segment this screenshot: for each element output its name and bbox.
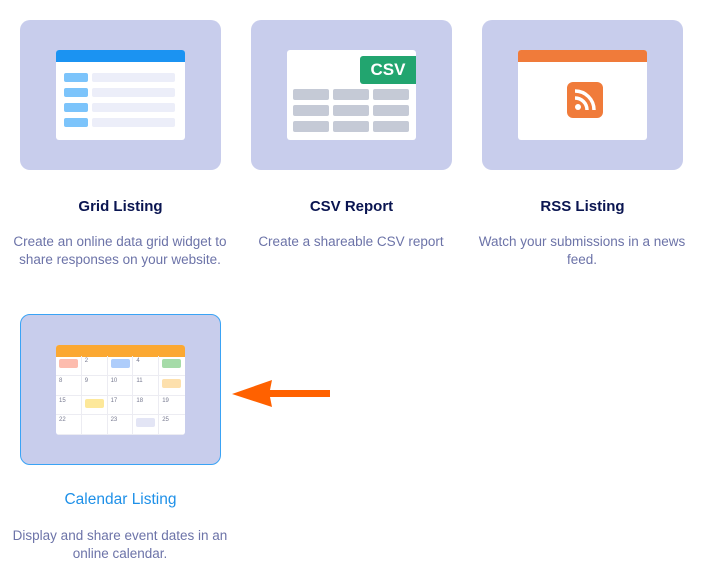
calendar-day-cell: 2	[81, 356, 108, 376]
calendar-listing-card[interactable]: 2 4 8 9 10 11 15 17 18 19 22 23 25	[20, 314, 221, 465]
calendar-day-cell: 25	[159, 415, 185, 435]
calendar-day-cell	[159, 356, 185, 376]
calendar-day-cell: 10	[107, 375, 134, 396]
calendar-day-number: 15	[59, 397, 66, 404]
csv-preview-illustration: CSV	[287, 50, 416, 140]
calendar-grid: 2 4 8 9 10 11 15 17 18 19 22 23 25	[56, 356, 185, 435]
calendar-day-cell	[56, 356, 82, 376]
calendar-day-number: 22	[59, 417, 66, 424]
calendar-day-number: 10	[110, 377, 118, 384]
calendar-day-cell: 18	[133, 395, 160, 416]
calendar-listing-title[interactable]: Calendar Listing	[64, 491, 177, 508]
calendar-event-block	[136, 418, 156, 428]
calendar-day-cell	[107, 356, 134, 376]
calendar-day-number: 17	[110, 397, 118, 404]
calendar-event-block	[59, 359, 78, 368]
calendar-day-cell	[81, 415, 108, 435]
csv-report-title[interactable]: CSV Report	[309, 198, 394, 215]
calendar-day-number: 11	[136, 377, 143, 384]
calendar-day-number: 23	[110, 417, 118, 424]
calendar-day-cell: 19	[159, 396, 185, 416]
rss-icon	[567, 82, 603, 118]
calendar-day-cell: 8	[56, 375, 82, 396]
rss-preview-illustration	[518, 50, 647, 140]
calendar-day-cell	[159, 376, 185, 396]
grid-listing-description: Create an online data grid widget to sha…	[13, 234, 227, 267]
csv-report-description: Create a shareable CSV report	[258, 234, 444, 249]
calendar-day-number: 2	[84, 358, 89, 364]
calendar-day-cell: 15	[56, 395, 82, 416]
calendar-day-cell: 9	[81, 375, 108, 396]
calendar-day-cell	[133, 415, 160, 435]
calendar-day-number: 19	[162, 397, 169, 404]
calendar-listing-description: Display and share event dates in an onli…	[12, 528, 228, 561]
rss-listing-title[interactable]: RSS Listing	[540, 198, 625, 215]
rss-listing-description: Watch your submissions in a news feed.	[478, 234, 686, 267]
calendar-day-number: 8	[59, 377, 63, 384]
csv-badge: CSV	[360, 56, 416, 84]
calendar-event-block	[162, 359, 182, 368]
calendar-event-block	[162, 378, 182, 388]
calendar-day-number: 25	[162, 417, 169, 424]
grid-listing-card[interactable]	[20, 20, 221, 170]
grid-listing-title[interactable]: Grid Listing	[78, 198, 163, 215]
calendar-preview-illustration: 2 4 8 9 10 11 15 17 18 19 22 23 25	[56, 345, 185, 435]
calendar-day-cell: 23	[107, 415, 134, 435]
calendar-day-number: 4	[136, 358, 140, 364]
arrow-left-icon	[232, 380, 330, 407]
calendar-day-cell: 11	[133, 375, 160, 396]
calendar-event-block	[84, 398, 104, 408]
rss-listing-card[interactable]	[482, 20, 683, 170]
calendar-day-cell: 22	[56, 415, 82, 435]
calendar-day-number: 9	[84, 377, 89, 384]
csv-report-card[interactable]: CSV	[251, 20, 452, 170]
calendar-day-cell	[81, 395, 108, 416]
calendar-day-cell: 4	[133, 356, 160, 376]
calendar-day-cell: 17	[107, 395, 134, 416]
grid-preview-illustration	[56, 50, 185, 140]
calendar-day-number: 18	[136, 397, 144, 404]
calendar-event-block	[110, 359, 130, 368]
